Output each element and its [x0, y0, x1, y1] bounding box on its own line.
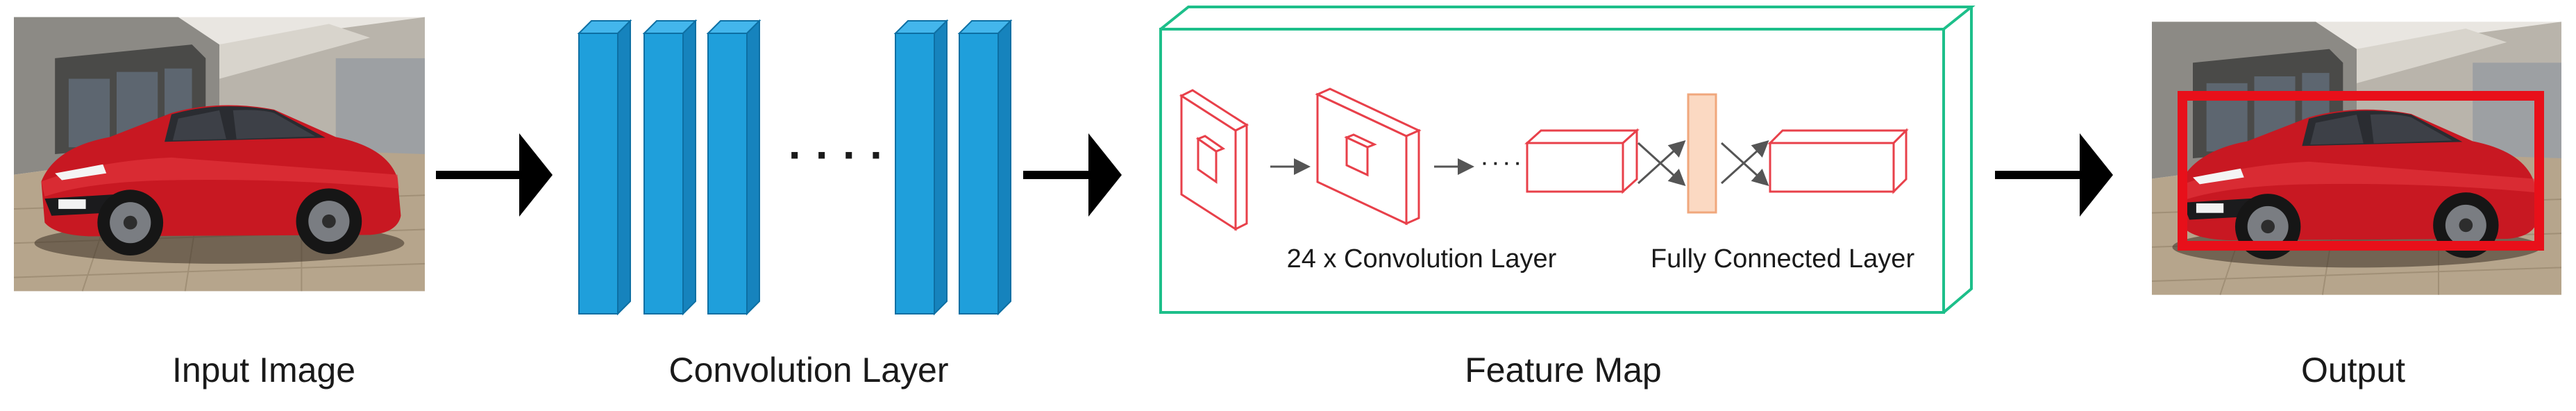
- feature-box-side: [1942, 7, 1973, 314]
- fully-connected-layer: [1687, 93, 1717, 214]
- output-label: Output: [2301, 351, 2405, 389]
- output-car-image: [2152, 21, 2561, 296]
- detection-bounding-box: [2178, 91, 2544, 251]
- conv-layer-caption: 24 x Convolution Layer: [1287, 244, 1557, 274]
- feature-fc-output-volume: [1767, 128, 1909, 194]
- input-stage: Input Image: [14, 15, 425, 389]
- fc-connections: [1637, 140, 1769, 187]
- conv-block-3: [706, 19, 761, 316]
- input-image-label: Input Image: [172, 351, 355, 389]
- feature-conv-tile-2: [1315, 87, 1422, 226]
- fc-layer-caption: Fully Connected Layer: [1651, 244, 1915, 274]
- conv-layer-label: Convolution Layer: [668, 351, 948, 389]
- conv-block-1: [577, 19, 632, 316]
- feature-output-volume: [1524, 128, 1640, 194]
- feature-box-top: [1159, 6, 1976, 31]
- feature-map-label: Feature Map: [1465, 351, 1661, 389]
- conv-block-4: [893, 19, 949, 316]
- conv-block-5: [957, 19, 1013, 316]
- feature-inner: [1179, 87, 1909, 231]
- conv-stage: [577, 19, 1013, 316]
- output-stage: Output: [2152, 21, 2561, 389]
- input-car-image: [14, 16, 425, 292]
- conv-block-2: [642, 19, 698, 316]
- feature-ellipsis: · · · ·: [1482, 153, 1521, 174]
- conv-ellipsis: · · · ·: [789, 130, 885, 180]
- feature-box-front: [1159, 28, 1945, 314]
- feature-map-box: [1159, 6, 1976, 314]
- feature-conv-tile-1: [1179, 89, 1249, 231]
